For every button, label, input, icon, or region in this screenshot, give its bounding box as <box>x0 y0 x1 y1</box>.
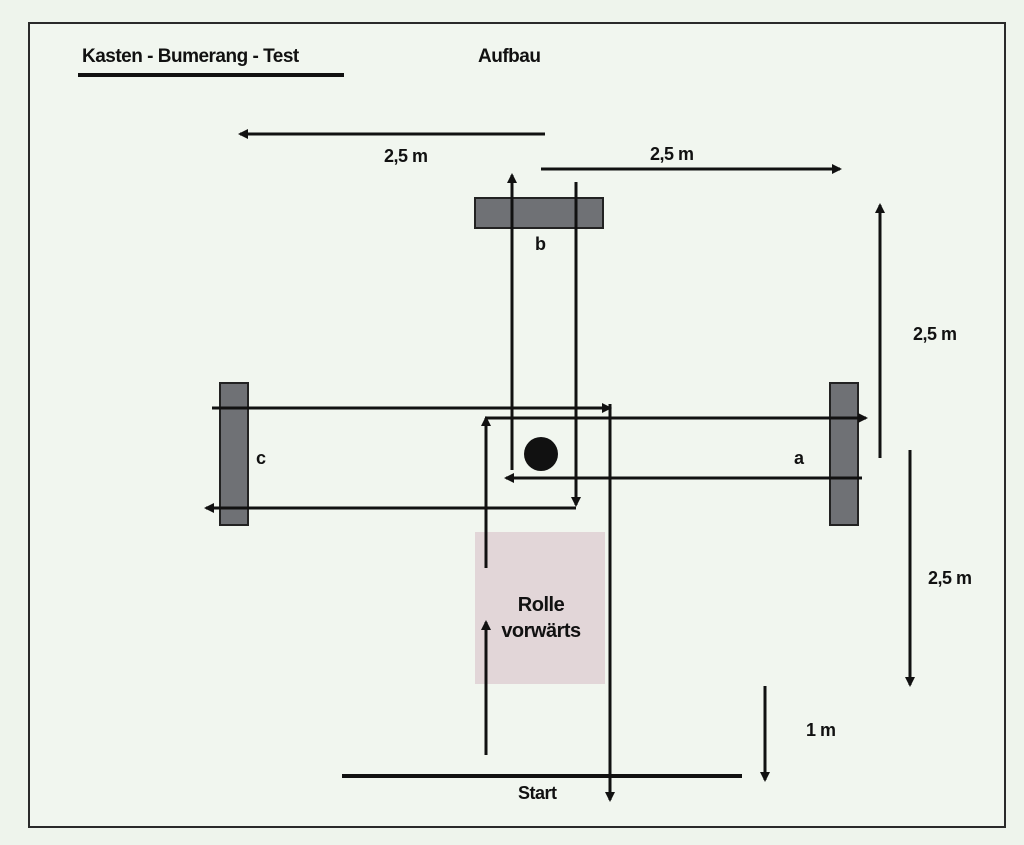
title-underline <box>78 73 344 77</box>
diagram-subtitle: Aufbau <box>478 46 541 67</box>
measure-label-right-upper: 2,5 m <box>913 324 957 344</box>
box-label-b: b <box>535 234 546 254</box>
measure-label-start-gap: 1 m <box>806 720 836 740</box>
box-a <box>829 382 859 526</box>
diagram-title: Kasten - Bumerang - Test <box>82 46 299 67</box>
measure-label-top-left: 2,5 m <box>384 146 428 166</box>
measure-label-right-lower: 2,5 m <box>928 568 972 588</box>
start-label: Start <box>518 783 557 803</box>
measure-label-top-right: 2,5 m <box>650 144 694 164</box>
box-label-c: c <box>256 448 266 468</box>
box-b <box>474 197 604 229</box>
roll-label-line1: Rolle <box>517 594 565 616</box>
roll-mat <box>475 532 605 684</box>
roll-label-line2: vorwärts <box>501 620 581 642</box>
box-label-a: a <box>794 448 804 468</box>
roll-label: Rolle vorwärts <box>476 592 606 644</box>
ball <box>524 437 558 471</box>
box-c <box>219 382 249 526</box>
